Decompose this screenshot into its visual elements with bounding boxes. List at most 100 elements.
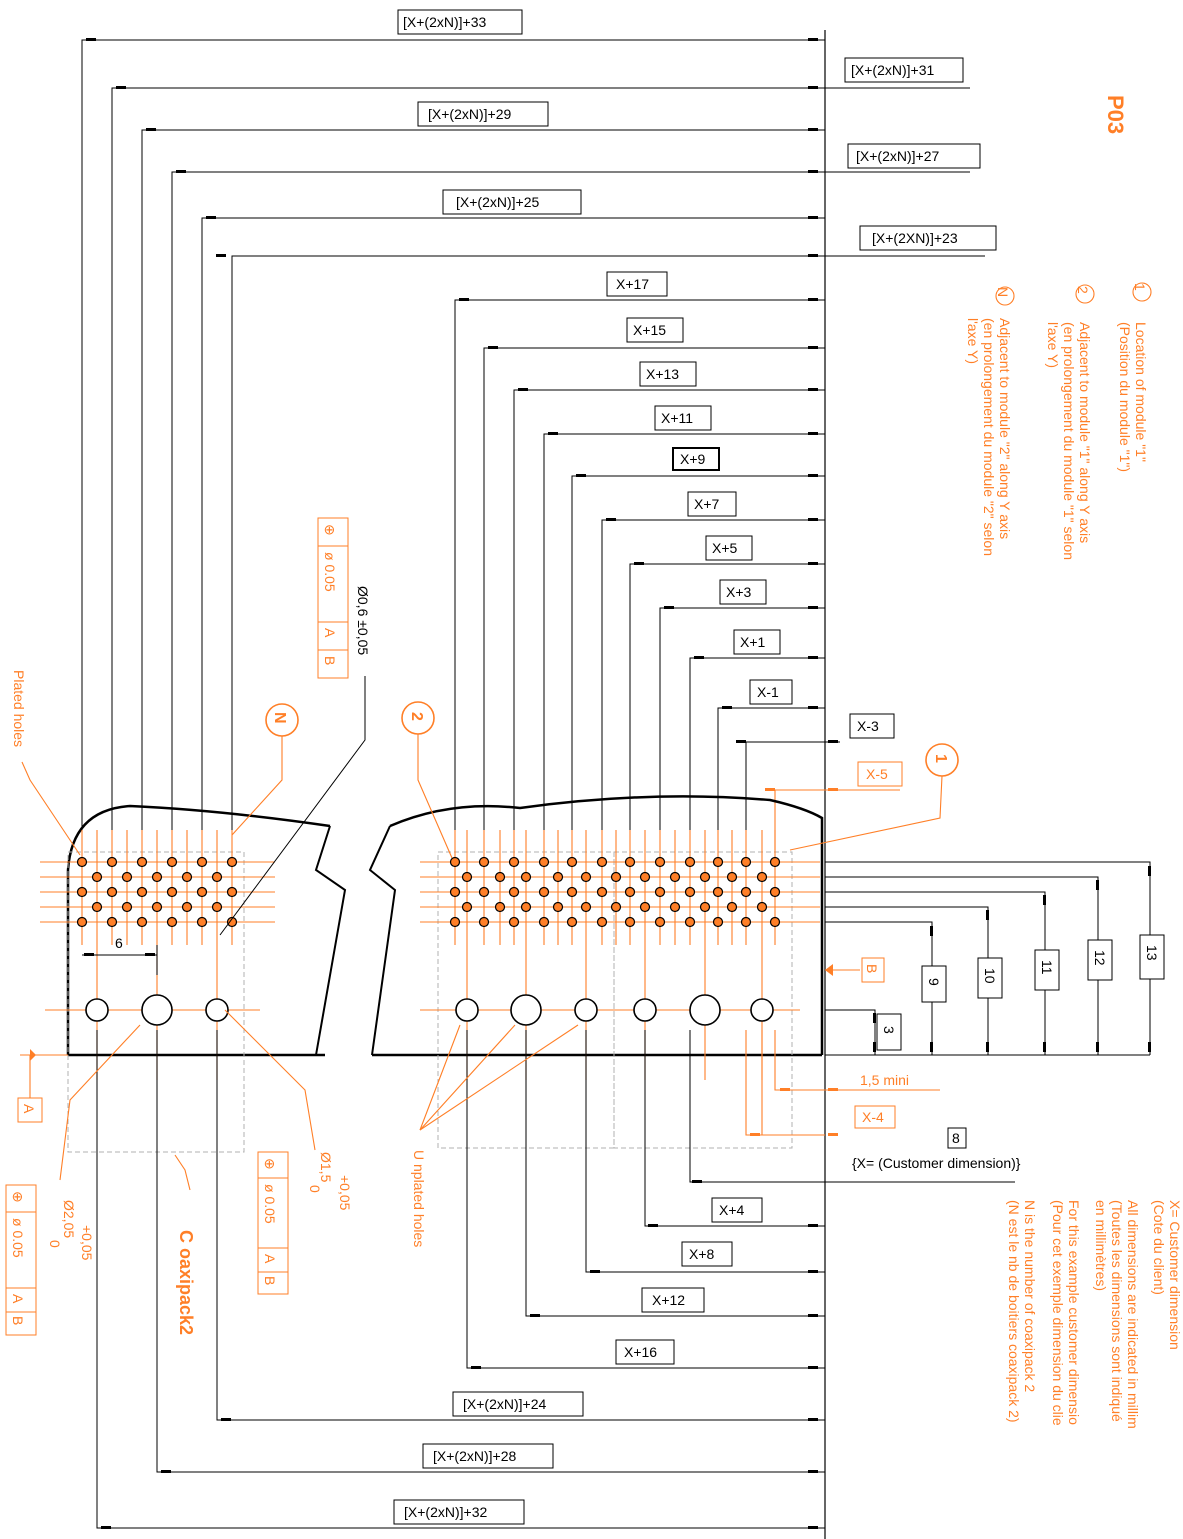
unplated-holes-label: U nplated holes — [411, 1150, 427, 1247]
plated-hole — [508, 886, 520, 898]
plated-hole — [699, 901, 711, 913]
plated-holes-annotation: Plated holes — [11, 670, 81, 856]
unplated-hole — [574, 998, 598, 1022]
legend-item2-line2: (en prolongement du module "1" selon — [1061, 322, 1077, 560]
plated-hole — [566, 856, 578, 868]
plated-hole — [654, 856, 666, 868]
plated-hole — [580, 901, 592, 913]
datum-a: A — [17, 1049, 68, 1123]
svg-text:N: N — [271, 712, 288, 724]
svg-text:2: 2 — [408, 712, 425, 721]
dim-top-2: [X+(2xN)]+29 — [428, 106, 511, 122]
dim-bottom-8: [X+(2xN)]+24 — [463, 1396, 546, 1412]
plated-hole — [684, 916, 696, 928]
plated-hole — [769, 916, 781, 928]
dim-bottom-4: X+4 — [719, 1202, 745, 1218]
plated-hole — [624, 886, 636, 898]
datum-b-label: B — [864, 964, 880, 973]
dim-top-9: X+11 — [661, 410, 693, 426]
plated-hole — [196, 916, 208, 928]
plated-hole — [756, 871, 768, 883]
plated-hole — [121, 901, 133, 913]
dim-top-3: [X+(2xN)]+27 — [856, 148, 939, 164]
plated-hole — [684, 886, 696, 898]
plated-hole — [726, 871, 738, 883]
legend-marker-1: 1 — [1132, 283, 1148, 291]
plated-hole — [552, 871, 564, 883]
legend: 1 Location of module "1" (Position du mo… — [965, 282, 1152, 560]
unplated-hole — [205, 998, 229, 1022]
notes: X= Customer dimension (Cote du client) A… — [1006, 1200, 1183, 1429]
dim-right-3: 11 — [1039, 960, 1055, 975]
plated-hole — [91, 871, 103, 883]
hole-205-tol-up: +0,05 — [79, 1225, 95, 1261]
plated-hole — [136, 856, 148, 868]
dim-top-0: [X+(2xN)]+33 — [403, 14, 486, 30]
plated-hole — [552, 901, 564, 913]
note-6: (Pour cet exemple dimension du clie — [1050, 1200, 1066, 1426]
note-8: (N est le nb de boitiers coaxipack 2) — [1006, 1200, 1022, 1423]
unplated-hole — [633, 998, 657, 1022]
legend-marker-2: 2 — [1075, 286, 1091, 294]
plated-hole — [508, 916, 520, 928]
dim-bottom-10: [X+(2xN)]+32 — [404, 1504, 487, 1520]
plated-hole — [151, 901, 163, 913]
plated-hole — [136, 916, 148, 928]
plated-hole — [740, 886, 752, 898]
plated-hole — [106, 916, 118, 928]
plated-hole — [181, 871, 193, 883]
svg-text:ø 0.05: ø 0.05 — [262, 1184, 278, 1224]
plated-hole — [494, 871, 506, 883]
plated-hole — [166, 916, 178, 928]
dim-right-4: 12 — [1092, 950, 1108, 966]
coaxipack-annotation: C oaxipack2 — [174, 1154, 196, 1335]
plated-hole — [226, 856, 238, 868]
unplated-hole — [510, 994, 542, 1026]
hole-205-tol-low: 0 — [47, 1240, 63, 1248]
plated-hole — [610, 871, 622, 883]
dim-bottom-5: X+8 — [689, 1246, 715, 1262]
plated-hole — [226, 916, 238, 928]
plated-hole — [596, 886, 608, 898]
plated-hole — [699, 871, 711, 883]
legend-item1-line1: Location of module "1" — [1133, 322, 1149, 462]
plated-hole — [478, 856, 490, 868]
plated-hole — [226, 886, 238, 898]
unplated-holes-group — [85, 994, 774, 1026]
dim-top-11: X+7 — [694, 496, 720, 512]
plated-hole — [538, 886, 550, 898]
plated-hole — [624, 916, 636, 928]
plated-hole — [196, 886, 208, 898]
fcf-value: ø 0.05 — [322, 552, 338, 592]
plated-hole — [756, 901, 768, 913]
plated-hole — [566, 916, 578, 928]
dim-top-13: X+3 — [726, 584, 752, 600]
dim-bottom-2: 8 — [952, 1130, 960, 1146]
plated-hole — [538, 856, 550, 868]
plated-hole — [166, 856, 178, 868]
hole-205-label: Ø2,05 — [61, 1200, 77, 1238]
dim-bottom-7: X+16 — [624, 1344, 657, 1360]
svg-text:⊕: ⊕ — [10, 1191, 26, 1203]
plated-hole — [121, 871, 133, 883]
module-outline — [66, 795, 824, 1057]
plated-hole — [461, 871, 473, 883]
plated-hole — [181, 901, 193, 913]
dim-top-16: X-3 — [857, 718, 879, 734]
coaxipack-outlines — [67, 851, 793, 1153]
dim-top-10: X+9 — [680, 451, 706, 467]
hole-15-tol-low: 0 — [307, 1185, 323, 1193]
fcf-datum1: A — [322, 628, 338, 638]
legend-itemN-line1: Adjacent to module "2" along Y axis — [997, 318, 1013, 539]
dim-bottom-0: 1,5 mini — [860, 1072, 909, 1088]
plated-hole — [211, 901, 223, 913]
plated-hole — [639, 871, 651, 883]
plated-hole — [478, 886, 490, 898]
dim-bottom-9: [X+(2xN)]+28 — [433, 1448, 516, 1464]
unplated-hole — [750, 998, 774, 1022]
dim-top-17: X-5 — [866, 766, 888, 782]
plated-holes-group — [76, 856, 781, 928]
dim-top-5: [X+(2XN)]+23 — [872, 230, 958, 246]
legend-marker-n: N — [995, 287, 1011, 297]
hole-15-tol-up: +0,05 — [337, 1175, 353, 1211]
